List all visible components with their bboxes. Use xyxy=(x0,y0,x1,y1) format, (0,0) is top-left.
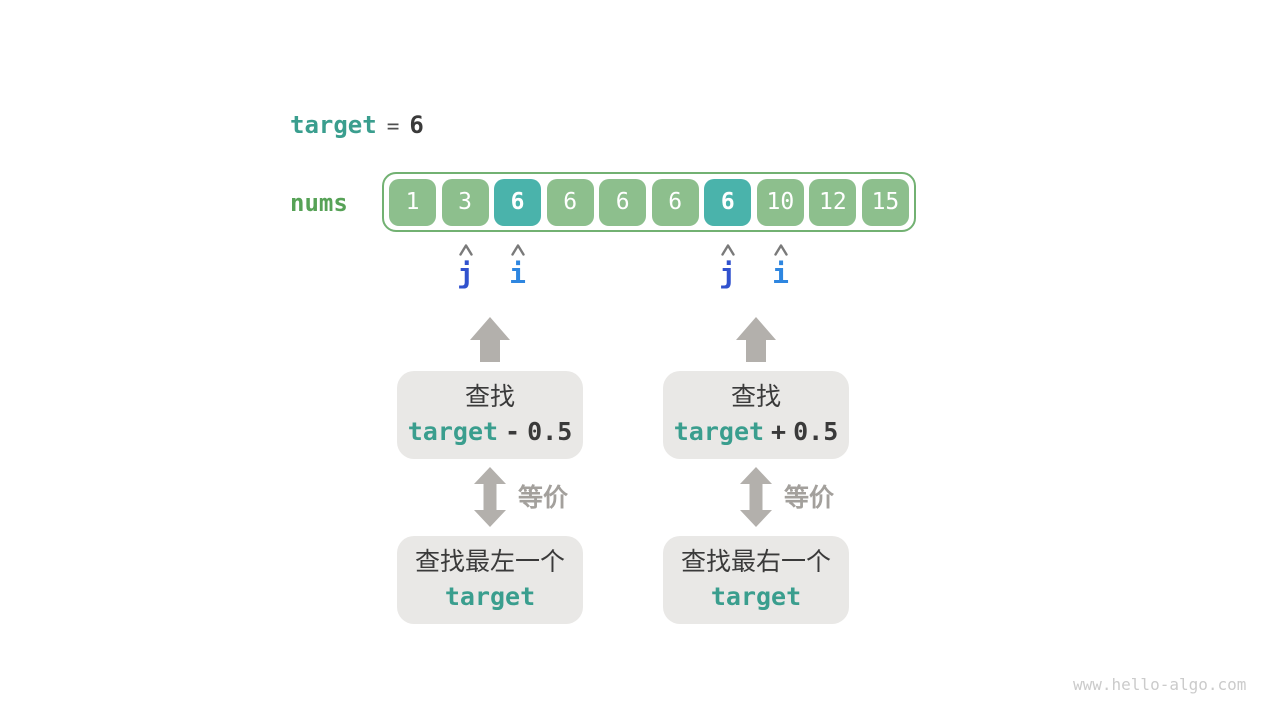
array-label: nums xyxy=(290,189,348,217)
array-cell-highlight: 6 xyxy=(704,178,752,226)
pointer-caret-icon xyxy=(720,244,735,256)
result-box-left-code: target xyxy=(445,581,535,613)
result-box-right-code: target xyxy=(711,581,801,613)
result-var: target xyxy=(444,582,536,611)
left-flow-column: 查找 target - 0.5 等价 查找最左一个 target xyxy=(397,317,583,624)
array-cell: 6 xyxy=(599,178,647,226)
array-cell: 6 xyxy=(651,178,699,226)
equivalence-label-right: 等价 xyxy=(784,484,835,512)
pointer-caret-icon xyxy=(510,244,525,256)
equals-sign: = xyxy=(386,114,400,138)
search-box-right-line1: 查找 xyxy=(730,383,781,411)
search-var: target xyxy=(407,417,499,446)
pointer-label-j: j xyxy=(457,257,474,290)
result-box-right-line1: 查找最右一个 xyxy=(680,548,831,576)
search-box-left-code: target - 0.5 xyxy=(408,416,573,448)
array-cell: 1 xyxy=(389,178,436,226)
target-variable: target xyxy=(290,111,377,139)
search-operator: + xyxy=(771,417,787,446)
double-arrow-icon xyxy=(474,467,506,527)
array-cell: 10 xyxy=(756,178,804,226)
double-arrow-icon xyxy=(740,467,772,527)
array-cell: 6 xyxy=(546,178,594,226)
search-box-right-code: target + 0.5 xyxy=(674,416,839,448)
pointer-caret-icon xyxy=(458,244,473,256)
search-box-left: 查找 target - 0.5 xyxy=(397,371,583,459)
result-var: target xyxy=(710,582,802,611)
search-box-right: 查找 target + 0.5 xyxy=(663,371,849,459)
array-cell: 12 xyxy=(809,178,857,226)
result-box-left: 查找最左一个 target xyxy=(397,536,583,624)
up-arrow-icon xyxy=(736,317,776,362)
pointer-label-j: j xyxy=(719,257,736,290)
up-arrow-icon xyxy=(470,317,510,362)
search-operator: - xyxy=(505,417,521,446)
equivalence-label-left: 等价 xyxy=(518,484,569,512)
array-cell: 3 xyxy=(441,178,489,226)
pointer-label-i: i xyxy=(509,257,526,290)
result-box-right: 查找最右一个 target xyxy=(663,536,849,624)
array-cell-highlight: 6 xyxy=(494,178,542,226)
target-expression: target = 6 xyxy=(290,110,424,141)
pointer-label-i: i xyxy=(772,257,789,290)
right-flow-column: 查找 target + 0.5 等价 查找最右一个 target xyxy=(663,317,849,624)
search-var: target xyxy=(673,417,765,446)
array-cell: 15 xyxy=(861,178,909,226)
target-value: 6 xyxy=(409,111,424,139)
pointer-caret-icon xyxy=(773,244,788,256)
search-number: 0.5 xyxy=(793,417,839,446)
search-box-left-line1: 查找 xyxy=(464,383,515,411)
watermark: www.hello-algo.com xyxy=(1073,675,1247,694)
result-box-left-line1: 查找最左一个 xyxy=(414,548,565,576)
search-number: 0.5 xyxy=(527,417,573,446)
